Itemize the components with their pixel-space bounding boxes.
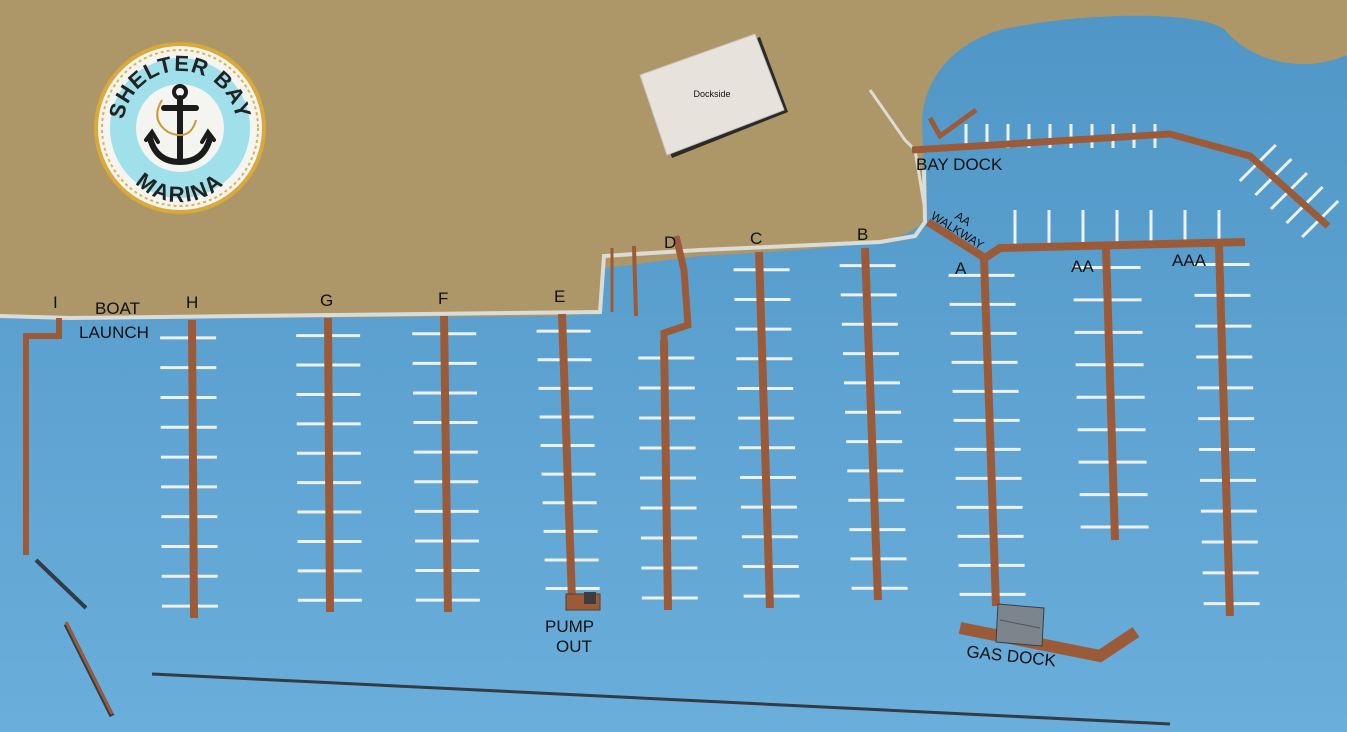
pump-out-label-1: PUMP — [545, 617, 594, 636]
shore-walkway — [0, 169, 928, 321]
piers — [160, 124, 1340, 619]
d-post-2 — [632, 245, 638, 317]
dock-label-i: I — [53, 293, 58, 312]
breakwater-south — [151, 672, 1171, 726]
breakwater-west-1 — [34, 558, 88, 610]
aa-walkway — [925, 218, 1246, 263]
dock-b-pier — [861, 247, 882, 601]
finger-slip — [1301, 217, 1322, 239]
bay-dock — [911, 130, 1331, 229]
finger-slip — [1254, 175, 1275, 197]
pump-out-label-2: OUT — [556, 637, 592, 656]
dock-i-pier — [23, 318, 62, 555]
dockside-building: Dockside — [639, 33, 788, 158]
dock-label-aa: AA — [1071, 257, 1094, 276]
dock-g-pier — [324, 317, 334, 613]
dock-f-pier — [440, 315, 452, 613]
dock-d-approach — [660, 235, 692, 611]
logo: SHELTER BAY MARINA — [94, 42, 266, 214]
finger-slip — [1256, 143, 1277, 165]
pump-out-box — [584, 592, 596, 604]
dock-a-pier — [980, 257, 1000, 607]
finger-slip — [1303, 185, 1324, 207]
dock-label-e: E — [554, 287, 565, 306]
dock-label-d: D — [664, 233, 676, 252]
finger-slip — [1285, 203, 1306, 225]
dock-label-h: H — [186, 293, 198, 312]
dock-label-b: B — [857, 225, 868, 244]
bay-dock-spur — [927, 107, 978, 140]
dock-label-aaa: AAA — [1172, 251, 1207, 270]
bay-walkway — [868, 89, 927, 211]
dock-label-g: G — [320, 291, 333, 310]
dock-c-pier — [755, 251, 774, 609]
breakwater-west-2-top — [64, 621, 114, 715]
dockside-label: Dockside — [693, 89, 730, 99]
dock-h-pier — [188, 319, 198, 619]
finger-slip — [1238, 161, 1259, 183]
dock-label-c: C — [750, 229, 762, 248]
anchor-icon — [144, 84, 216, 166]
land — [0, 0, 1347, 318]
dock-label-a: A — [955, 259, 967, 278]
bay-dock-label: BAY DOCK — [916, 155, 1003, 174]
dock-label-f: F — [438, 289, 448, 308]
finger-slip — [1272, 157, 1293, 179]
dock-aa-pier — [1102, 247, 1119, 541]
dock-e-pier — [558, 313, 576, 601]
boat-launch-label-2: LAUNCH — [79, 323, 149, 342]
gas-dock-roof — [999, 619, 1041, 629]
gas-dock-building — [995, 603, 1045, 647]
finger-slip — [1287, 171, 1309, 193]
finger-slip — [1319, 199, 1340, 221]
dock-aaa-pier — [1215, 245, 1234, 617]
boat-launch-label-1: BOAT — [95, 299, 140, 318]
finger-slip — [1269, 189, 1291, 211]
